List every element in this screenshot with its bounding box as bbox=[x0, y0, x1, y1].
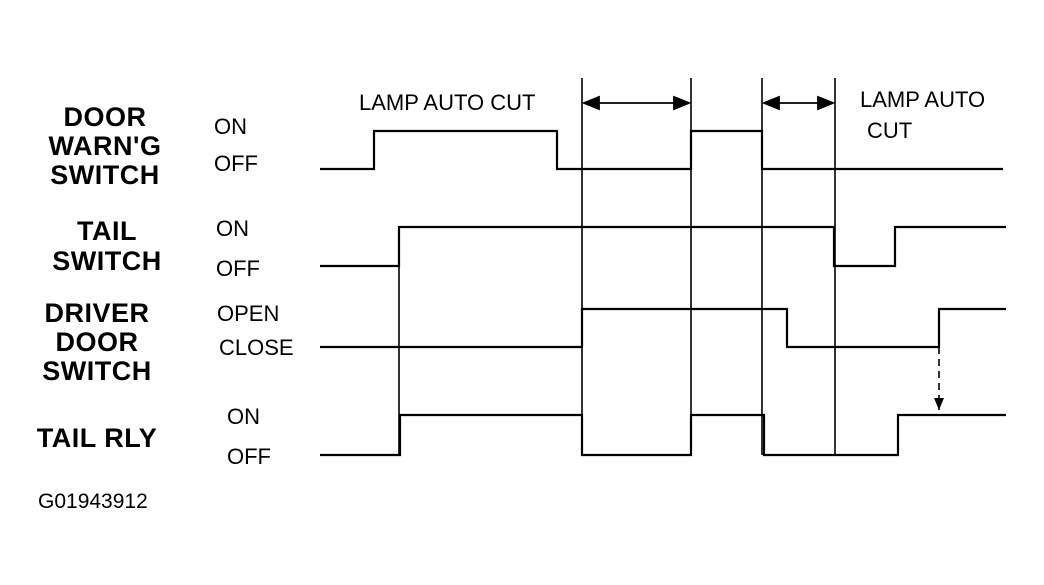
signal-name-line: DOOR bbox=[56, 327, 139, 357]
lamp-auto-cut-arrow-1 bbox=[581, 95, 692, 111]
signal-name-line: SWITCH bbox=[52, 246, 161, 276]
signal-name-line: TAIL RLY bbox=[37, 423, 158, 453]
signal-name-line: SWITCH bbox=[50, 160, 159, 190]
waveform-tail-relay bbox=[320, 413, 1006, 457]
signal-name-driver-door-switch: DRIVER DOOR SWITCH bbox=[42, 298, 151, 386]
state-label-tail-switch-off: OFF bbox=[216, 256, 260, 281]
signal-name-tail-relay: TAIL RLY bbox=[37, 423, 158, 453]
state-label-tail-switch-on: ON bbox=[216, 216, 249, 241]
signal-name-line: WARN'G bbox=[49, 131, 162, 161]
waveform-tail-switch bbox=[320, 225, 1006, 268]
signal-name-line: DOOR bbox=[64, 102, 147, 132]
figure-code: G01943912 bbox=[38, 490, 148, 513]
state-label-tail-relay-off: OFF bbox=[227, 444, 271, 469]
lamp-auto-cut-arrow-2 bbox=[761, 95, 836, 111]
signal-name-door-warning-switch: DOOR WARN'G SWITCH bbox=[49, 102, 162, 190]
signal-name-tail-switch: TAIL SWITCH bbox=[52, 216, 161, 276]
state-label-door-warn-off: OFF bbox=[214, 151, 258, 176]
state-label-door-warn-on: ON bbox=[214, 114, 247, 139]
annotation-lamp-auto-cut-2-line1: LAMP AUTO bbox=[860, 87, 985, 112]
state-label-driver-door-close: CLOSE bbox=[219, 335, 294, 360]
state-label-driver-door-open: OPEN bbox=[217, 301, 279, 326]
waveform-driver-door-switch bbox=[320, 307, 1006, 349]
state-label-tail-relay-on: ON bbox=[227, 404, 260, 429]
signal-name-line: DRIVER bbox=[44, 298, 149, 328]
arrow-head-dashed-marker bbox=[934, 398, 944, 410]
annotation-lamp-auto-cut-2-line2: CUT bbox=[867, 118, 912, 143]
signal-name-line: SWITCH bbox=[42, 356, 151, 386]
annotation-lamp-auto-cut-1: LAMP AUTO CUT bbox=[359, 90, 535, 115]
signal-name-line: TAIL bbox=[77, 216, 137, 246]
